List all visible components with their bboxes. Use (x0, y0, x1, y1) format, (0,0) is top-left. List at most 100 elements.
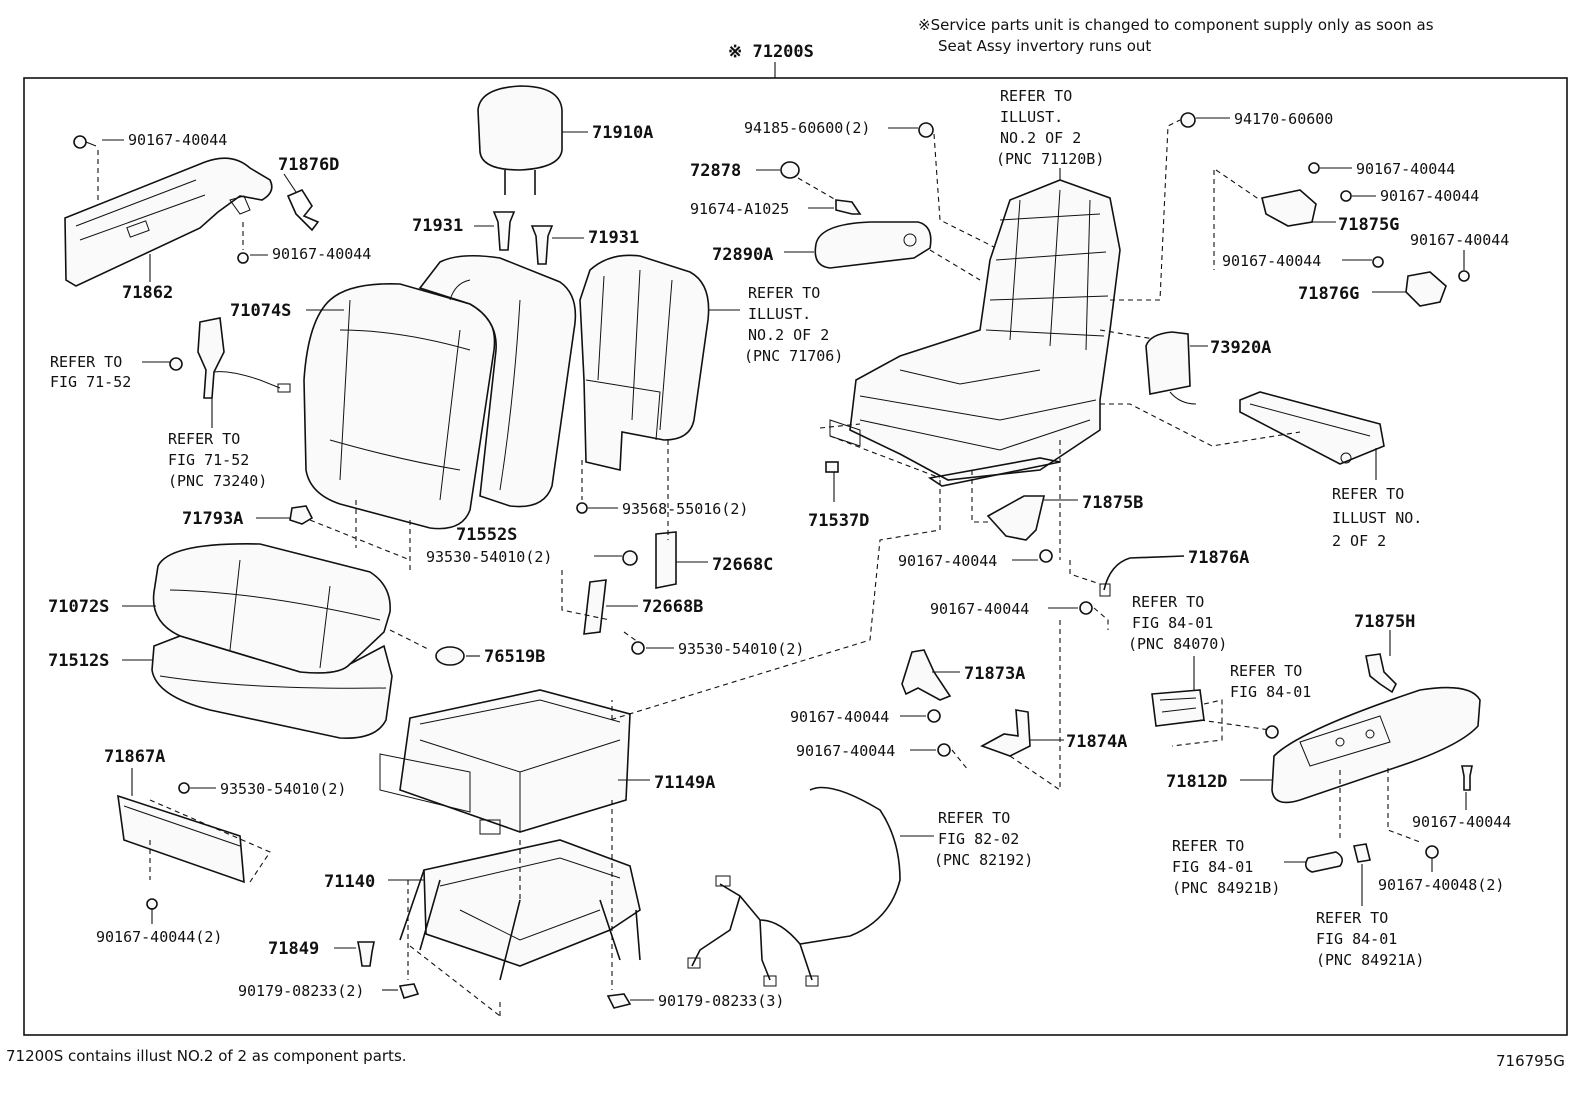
refer-note: FIG 84-01 (1230, 683, 1311, 701)
cap-76519B (435, 646, 465, 666)
switch-84070 (1151, 689, 1205, 727)
part-label-72668C: 72668C (712, 555, 773, 575)
part-label-73920A: 73920A (1210, 338, 1271, 358)
bolt-icon (1458, 270, 1470, 282)
refer-note: (PNC 73240) (168, 472, 267, 490)
headrest-71910A (477, 85, 563, 195)
refer-note: FIG 71-52 (168, 451, 249, 469)
part-label-71875H: 71875H (1354, 612, 1415, 632)
refer-note: ILLUST NO. (1332, 509, 1422, 527)
part-label-71074S: 71074S (230, 301, 291, 321)
part-label-94170-60600: 94170-60600 (1234, 110, 1333, 128)
refer-note: FIG 84-01 (1132, 614, 1213, 632)
part-label-71875B: 71875B (1082, 493, 1143, 513)
refer-note: NO.2 OF 2 (1000, 129, 1081, 147)
bracket-71874A (980, 709, 1031, 757)
refer-note: (PNC 82192) (934, 851, 1033, 869)
bracket-71875H (1365, 653, 1397, 694)
refer-note: (PNC 71120B) (996, 150, 1104, 168)
side-shield-71862 (64, 157, 273, 287)
part-label-71876A: 71876A (1188, 548, 1249, 568)
part-label-71149A: 71149A (654, 773, 715, 793)
refer-note: REFER TO (50, 353, 122, 371)
part-label-71072S: 71072S (48, 597, 109, 617)
part-label-90167-40044: 90167-40044(2) (96, 928, 222, 946)
part-label-90167-40044: 90167-40044 (1356, 160, 1455, 178)
bolt-icon (631, 641, 645, 655)
bolt-icon (1265, 725, 1279, 739)
diagram-frame (23, 77, 1568, 1036)
part-label-71812D: 71812D (1166, 772, 1227, 792)
part-label-71862: 71862 (122, 283, 173, 303)
refer-note: ILLUST. (1000, 108, 1063, 126)
refer-note: REFER TO (1316, 909, 1388, 927)
part-label-72890A: 72890A (712, 245, 773, 265)
part-label-71931: 71931 (412, 216, 463, 236)
part-label-71552S: 71552S (456, 525, 517, 545)
refer-note: FIG 84-01 (1316, 930, 1397, 948)
cap-72878 (780, 161, 800, 179)
assembly-title: ※ 71200S (728, 42, 814, 62)
part-label-71875G: 71875G (1338, 215, 1399, 235)
bracket-71876G (1405, 271, 1447, 307)
part-label-71873A: 71873A (964, 664, 1025, 684)
part-label-90167-40044: 90167-40044 (1412, 813, 1511, 831)
part-label-93568-55016: 93568-55016(2) (622, 500, 748, 518)
bolt-91674 (835, 199, 862, 215)
refer-note: REFER TO (1132, 593, 1204, 611)
part-label-93530-54010: 93530-54010(2) (678, 640, 804, 658)
part-label-71910A: 71910A (592, 123, 653, 143)
cover-72668B (583, 579, 607, 635)
bolt-icon (937, 743, 951, 757)
part-label-90167-40044: 90167-40044 (1380, 187, 1479, 205)
bolt-icon (1340, 190, 1352, 202)
headrest-guide (492, 211, 554, 265)
part-label-71931: 71931 (588, 228, 639, 248)
part-label-90179-08233: 90179-08233(2) (238, 982, 364, 1000)
bolt-icon (1180, 112, 1196, 128)
seat-riser-71140 (399, 839, 641, 981)
bolt-71849 (357, 941, 375, 967)
bolt-icon (622, 550, 638, 566)
seat-cushion-pad-71512S (151, 635, 393, 739)
bolt-icon (73, 135, 87, 149)
armrest-72890A (814, 221, 932, 269)
knob-84921A (1353, 843, 1371, 863)
seat-belt-buckle (197, 317, 291, 399)
part-label-71867A: 71867A (104, 747, 165, 767)
refer-note: REFER TO (748, 284, 820, 302)
nut-icon (606, 993, 632, 1009)
nut-icon (398, 983, 420, 999)
bolt-icon (237, 252, 249, 264)
bolt-icon (169, 357, 183, 371)
seat-frame-71149A (379, 689, 631, 835)
seatback-cover-71074S (303, 283, 496, 530)
clip-71793A (289, 505, 314, 525)
part-label-90167-40044: 90167-40044 (1222, 252, 1321, 270)
seat-cushion-cover-71072S (152, 543, 391, 674)
part-label-90179-08233: 90179-08233(3) (658, 992, 784, 1010)
cover-71867A (117, 794, 245, 884)
clip-71537D (825, 461, 839, 473)
part-label-71876G: 71876G (1298, 284, 1359, 304)
bolt-icon (178, 782, 190, 794)
part-label-90167-40044: 90167-40044 (930, 600, 1029, 618)
part-label-72668B: 72668B (642, 597, 703, 617)
refer-note: ILLUST. (748, 305, 811, 323)
bolt-icon (1425, 845, 1439, 859)
switch-73920A (1145, 331, 1191, 395)
part-label-71512S: 71512S (48, 651, 109, 671)
part-label-90167-40044: 90167-40044 (128, 131, 227, 149)
bolt-icon (918, 122, 934, 138)
part-label-93530-54010: 93530-54010(2) (426, 548, 552, 566)
side-cover-71812D (1271, 686, 1481, 804)
service-note-line1: ※Service parts unit is changed to compon… (918, 16, 1434, 34)
part-label-90167-40044: 90167-40044 (790, 708, 889, 726)
refer-note: REFER TO (1332, 485, 1404, 503)
refer-note: (PNC 84070) (1128, 635, 1227, 653)
bolt-icon (927, 709, 941, 723)
refer-note: NO.2 OF 2 (748, 326, 829, 344)
seat-frame-assembly (829, 179, 1121, 487)
bolt-icon (1372, 256, 1384, 268)
